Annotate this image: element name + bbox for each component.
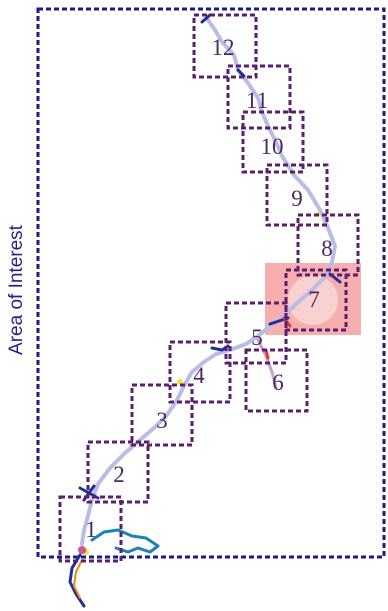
sector-label-4: 4 <box>193 363 205 388</box>
sector-box-9[interactable] <box>265 163 329 227</box>
sector-label-9: 9 <box>291 186 303 211</box>
sector-label-12: 12 <box>212 35 235 60</box>
river-teal-segment <box>90 528 160 554</box>
sector-box-4[interactable] <box>168 340 232 404</box>
river-orange-segment <box>73 559 83 599</box>
area-of-interest-label: Area of Interest <box>6 224 27 355</box>
sector-box-1[interactable] <box>58 495 123 563</box>
sector-box-11[interactable] <box>226 64 292 130</box>
start-marker <box>78 546 86 554</box>
sector-label-5: 5 <box>251 325 263 350</box>
sector-label-10: 10 <box>261 134 284 159</box>
sector-labels: 1 2 3 4 5 6 7 8 9 10 11 12 <box>85 35 333 542</box>
sector-label-3: 3 <box>156 408 168 433</box>
sector-box-2[interactable] <box>86 440 150 504</box>
sector-label-7: 7 <box>308 287 320 312</box>
sector-label-11: 11 <box>246 88 268 113</box>
sector-box-6[interactable] <box>244 348 309 413</box>
sector-label-2: 2 <box>113 462 125 487</box>
sector-label-8: 8 <box>321 236 333 261</box>
river-dark-segment-lower <box>68 553 86 608</box>
sector-grid <box>58 13 360 563</box>
sector-box-12[interactable] <box>192 13 258 79</box>
sector-box-3[interactable] <box>130 383 194 447</box>
sector-label-1: 1 <box>85 517 97 542</box>
river-main-channel <box>80 18 337 546</box>
area-of-interest-boundary <box>36 7 386 559</box>
sector-box-10[interactable] <box>241 110 305 174</box>
sector-label-6: 6 <box>272 370 284 395</box>
sector-box-8[interactable] <box>296 213 360 277</box>
sector-box-7[interactable] <box>284 268 348 332</box>
sector-box-5[interactable] <box>224 301 288 365</box>
